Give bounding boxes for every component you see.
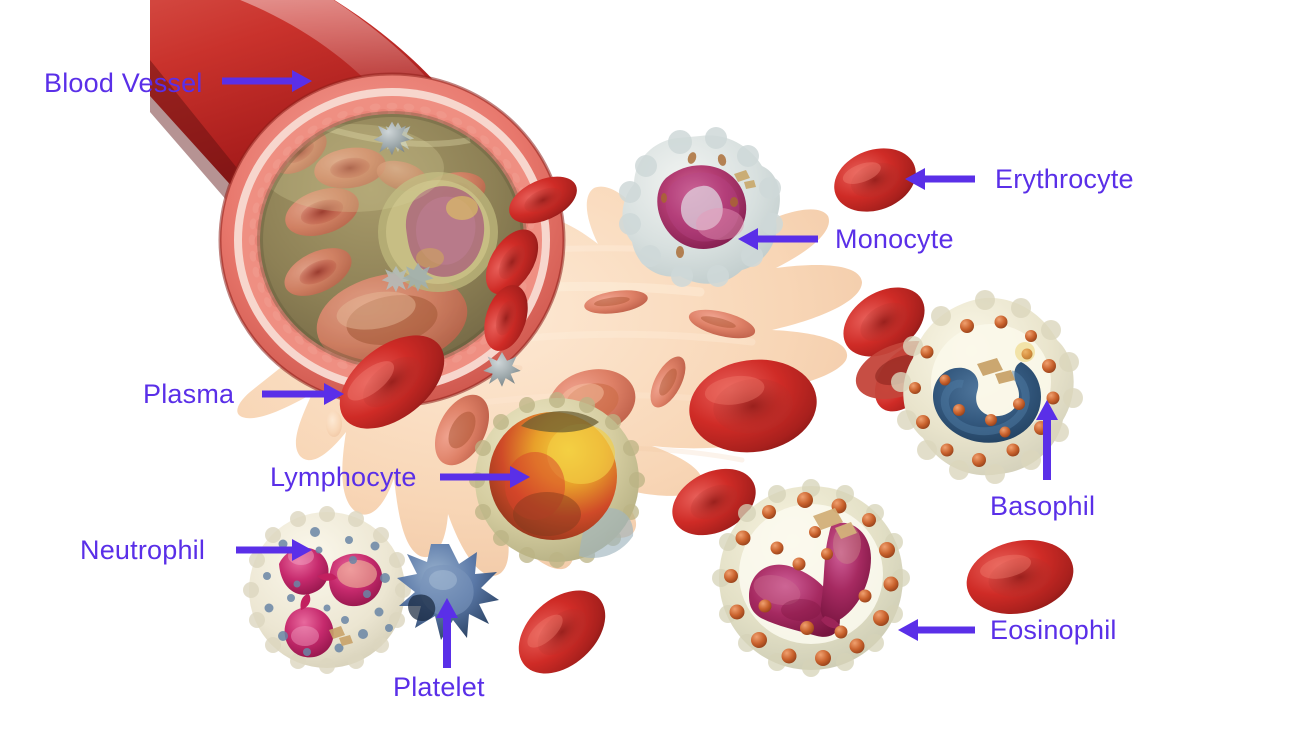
arrowhead-monocyte [738, 228, 758, 250]
eosinophil-nucleus-lobe [820, 522, 871, 623]
neutrophil-cell [243, 506, 411, 674]
basophil-granules [909, 315, 1060, 467]
arrowhead-lymphocyte [510, 466, 530, 488]
erythrocyte-cell [584, 290, 648, 314]
erythrocyte-cell [339, 335, 445, 429]
basophil-rim-texture [891, 290, 1083, 484]
arrowhead-platelet [436, 598, 458, 618]
erythrocyte-labelled [834, 148, 916, 212]
monocyte-cell [619, 127, 783, 287]
erythrocyte-cell [966, 540, 1074, 614]
erythrocyte-cell [843, 287, 925, 357]
platelet-labelled [397, 544, 499, 640]
neutrophil-granules [263, 527, 393, 656]
eosinophil-nucleus-lobe [749, 564, 840, 637]
eosinophil-cell [712, 479, 910, 677]
arrowhead-eosinophil [898, 619, 918, 641]
label-monocyte: Monocyte [835, 224, 954, 254]
arrowhead-erythrocyte [905, 168, 925, 190]
label-lymphocyte: Lymphocyte [270, 462, 417, 492]
arrowhead-neutrophil [292, 539, 312, 561]
arrowhead-blood-vessel [292, 70, 312, 92]
label-leader-arrows [222, 70, 1058, 668]
erythrocyte-cell [518, 590, 606, 674]
label-eosinophil: Eosinophil [990, 615, 1117, 645]
erythrocyte-cell [485, 229, 539, 295]
neutrophil-nucleus-lobe [284, 607, 334, 658]
eosinophil-granules [724, 492, 899, 666]
basophil-cell [891, 290, 1083, 484]
vessel-lymphocyte [378, 172, 498, 292]
platelet-small [483, 352, 521, 387]
arrowhead-basophil [1036, 400, 1058, 420]
platelet-small [402, 262, 434, 292]
plasma-droplet [326, 411, 342, 437]
monocyte-nucleus [657, 165, 747, 249]
erythrocyte-cell [650, 356, 686, 408]
erythrocyte-cell [509, 176, 577, 224]
erythrocyte-cell [689, 359, 817, 453]
monocyte-membrane-ruffles [619, 127, 783, 287]
erythrocyte-cell [672, 468, 756, 536]
platelets-small [373, 121, 521, 387]
label-plasma: Plasma [143, 379, 235, 409]
label-blood-vessel: Blood Vessel [44, 68, 203, 98]
label-platelet: Platelet [393, 672, 485, 702]
label-neutrophil: Neutrophil [80, 535, 206, 565]
label-erythrocyte: Erythrocyte [995, 164, 1134, 194]
lymphocyte-cell [469, 392, 645, 568]
neutrophil-rim-texture [243, 506, 411, 674]
platelet-small [373, 121, 411, 156]
erythrocyte-cell [484, 285, 528, 351]
erythrocyte-cell [688, 309, 756, 339]
vessel-platelet-2 [381, 265, 411, 293]
arrowhead-plasma [324, 383, 344, 405]
label-basophil: Basophil [990, 491, 1096, 521]
